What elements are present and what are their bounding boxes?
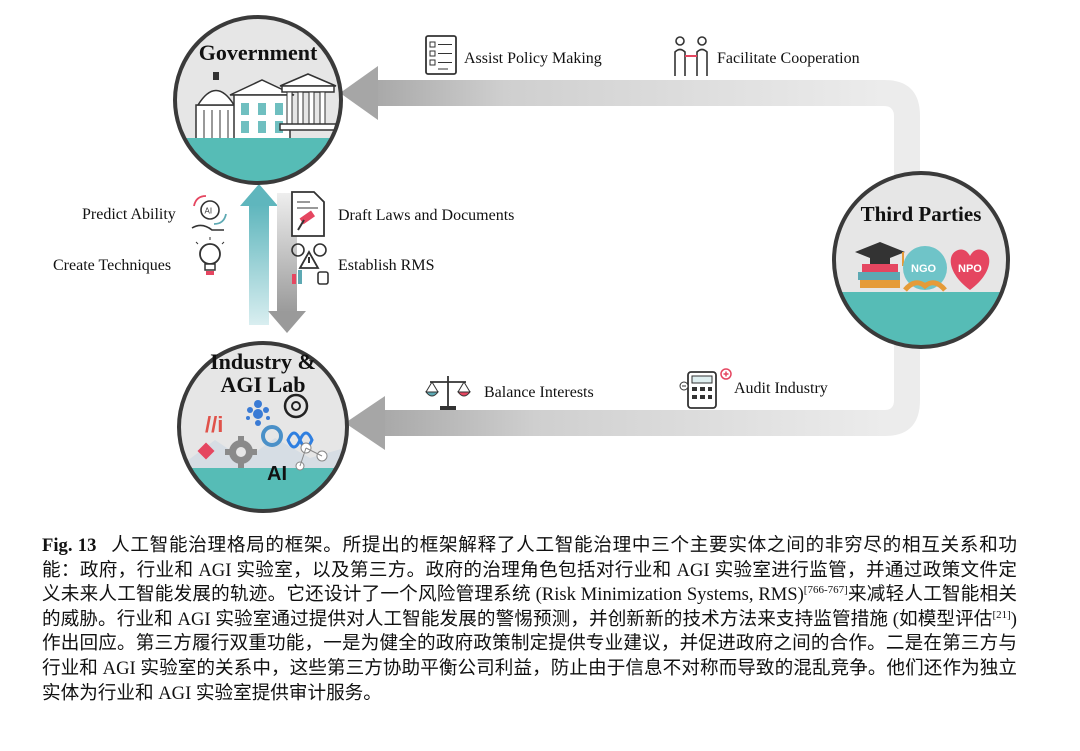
- upward-arrow: [240, 184, 278, 325]
- scales-icon: [424, 376, 472, 410]
- third-parties-title: Third Parties: [860, 202, 982, 226]
- meta-logo-icon: [286, 431, 314, 449]
- svg-text://i: //i: [205, 412, 223, 437]
- label-facilitate-cooperation: Facilitate Cooperation: [717, 50, 860, 67]
- citation-ref-766-767: [766-767]: [803, 584, 848, 596]
- ngo-heart-icon: [903, 246, 947, 292]
- label-draft-laws: Draft Laws and Documents: [338, 207, 515, 224]
- npo-heart-icon: [950, 249, 990, 290]
- governance-diagram: //i: [173, 15, 1010, 513]
- caption-text-part1: 人工智能治理格局的框架。所提出的框架解释了人工智能治理中三个主要实体之间的非穷尽…: [42, 535, 1017, 606]
- industry-title-line2: AGI Lab: [220, 372, 306, 397]
- label-create-techniques: Create Techniques: [53, 257, 172, 274]
- ai-hand-icon: AI: [191, 195, 227, 231]
- gear-icon: [225, 436, 257, 468]
- npo-badge: NPO: [958, 263, 982, 275]
- label-audit-industry: Audit Industry: [734, 380, 828, 397]
- citation-ref-21: [21]: [992, 608, 1011, 621]
- label-assist-policy-making: Assist Policy Making: [464, 50, 602, 67]
- handshake-people-icon: [674, 36, 708, 76]
- government-title: Government: [198, 40, 318, 65]
- risk-system-icon: [291, 243, 329, 285]
- industry-title-line1: Industry &: [210, 349, 316, 374]
- legal-document-icon: [291, 191, 325, 237]
- calculator-icon: [679, 368, 732, 409]
- lightbulb-icon: [195, 237, 225, 275]
- top-arrow: [340, 66, 920, 222]
- label-establish-rms: Establish RMS: [338, 257, 435, 274]
- bottom-arrow: [345, 330, 920, 450]
- svg-text:AI: AI: [205, 207, 213, 216]
- openai-logo-icon: [283, 393, 309, 419]
- ngo-badge: NGO: [911, 263, 937, 275]
- figure-label: Fig. 13: [42, 535, 97, 556]
- caption-text-part3: ) 作出回应。第三方履行双重功能，一是为健全的政府政策制定提供专业建议，并促进政…: [42, 608, 1017, 704]
- label-balance-interests: Balance Interests: [484, 384, 594, 401]
- checklist-icon: [425, 35, 457, 75]
- graduation-cap-icon: [855, 242, 905, 288]
- label-predict-ability: Predict Ability: [82, 206, 176, 223]
- sparkle-logo-icon: [246, 400, 270, 426]
- caption-text-part2: 来减轻人工智能相关的威胁。行业和 AGI 实验室通过提供对人工智能发展的警惕预测…: [42, 584, 1017, 630]
- anthropic-logo-text: AI: [267, 463, 287, 485]
